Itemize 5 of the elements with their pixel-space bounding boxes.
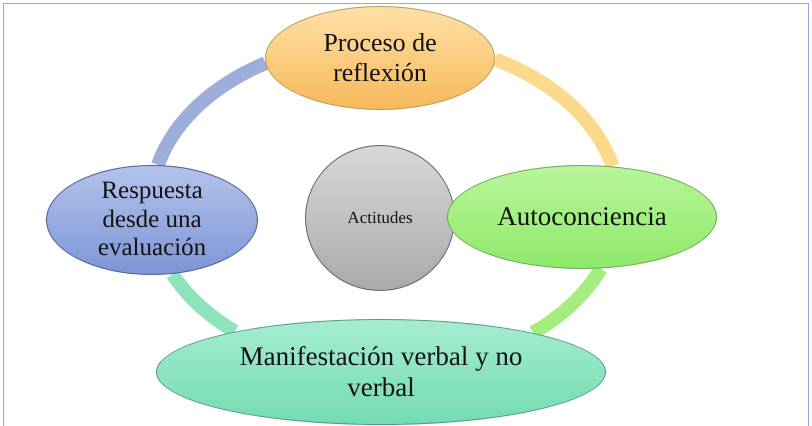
node-label: Autoconciencia <box>497 201 667 233</box>
node-label: Manifestación verbal y no verbal <box>238 340 524 404</box>
node-label: Proceso de reflexión <box>322 28 438 88</box>
node-label: Actitudes <box>347 208 413 228</box>
node-label: Respuesta desde una evaluación <box>96 176 208 264</box>
